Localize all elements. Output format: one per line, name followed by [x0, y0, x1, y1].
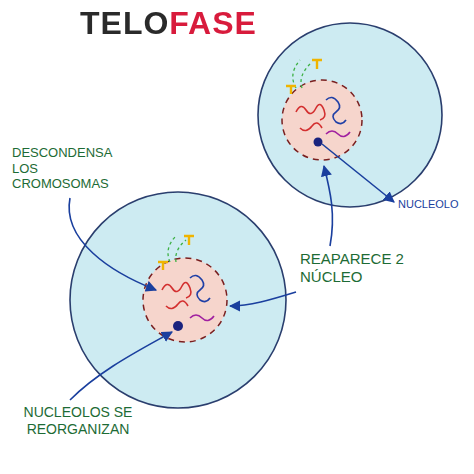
leader-arrow	[322, 144, 394, 202]
leader-arrow	[324, 166, 332, 246]
daughter-cell	[70, 192, 286, 408]
chromosome	[300, 123, 322, 131]
chromosome	[190, 315, 214, 321]
daughter-cell	[258, 23, 442, 207]
leader-arrow	[69, 198, 156, 290]
leader-arrow	[70, 332, 172, 400]
nucleolus	[314, 138, 323, 147]
centriole	[286, 86, 296, 94]
centriole	[312, 60, 322, 69]
callout-label: NUCLEOLO	[398, 198, 459, 211]
nucleus	[282, 80, 362, 160]
leader-arrow	[230, 292, 296, 306]
chromosome	[166, 301, 188, 309]
chromosome	[296, 104, 325, 120]
spindle-remnant	[293, 60, 300, 88]
centriole	[158, 262, 168, 270]
nucleus	[143, 258, 227, 342]
chromosome	[326, 131, 350, 137]
callout-label: DESCONDENSA LOS CROMOSOMAS	[12, 145, 120, 192]
chromosome	[162, 282, 191, 298]
callout-label: REAPARECE 2 NÚCLEO	[300, 250, 432, 286]
nucleolus	[173, 321, 183, 331]
diagram-title: TELOFASE	[80, 4, 257, 42]
chromosome	[326, 97, 346, 123]
nuclear-envelope	[143, 258, 227, 342]
callout-label: NUCLEOLOS SE REORGANIZAN	[8, 404, 148, 438]
nuclear-envelope	[282, 80, 362, 160]
centriole	[184, 236, 194, 245]
chromosome	[190, 275, 210, 301]
spindle-remnant	[168, 236, 176, 262]
spindle-remnant	[301, 64, 310, 88]
spindle-remnant	[176, 240, 186, 262]
